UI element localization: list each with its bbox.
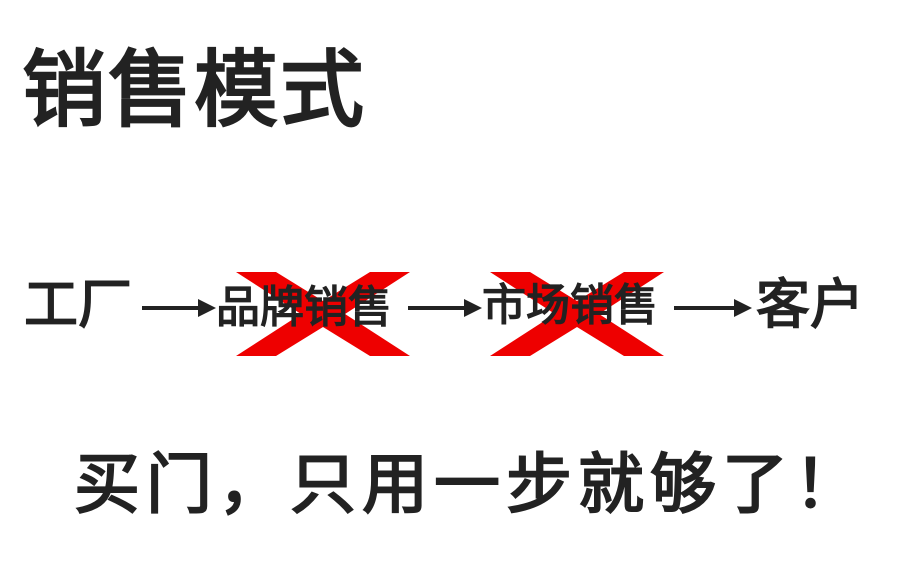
page-title: 销售模式 xyxy=(22,41,367,139)
sales-flow: 工厂 品牌销售 市场销售 客户 xyxy=(0,262,900,372)
red-cross-icon xyxy=(490,272,664,356)
arrow-right-icon xyxy=(408,299,482,317)
flow-node-market-sales: 市场销售 xyxy=(482,280,658,331)
arrow-right-icon xyxy=(142,299,216,317)
red-cross-icon xyxy=(236,272,410,356)
arrow-right-icon xyxy=(674,299,752,317)
flow-node-brand-sales: 品牌销售 xyxy=(216,282,392,333)
flow-node-factory: 工厂 xyxy=(24,273,132,336)
flow-node-customer: 客户 xyxy=(756,273,864,336)
tagline: 买门，只用一步就够了！ xyxy=(74,446,866,523)
